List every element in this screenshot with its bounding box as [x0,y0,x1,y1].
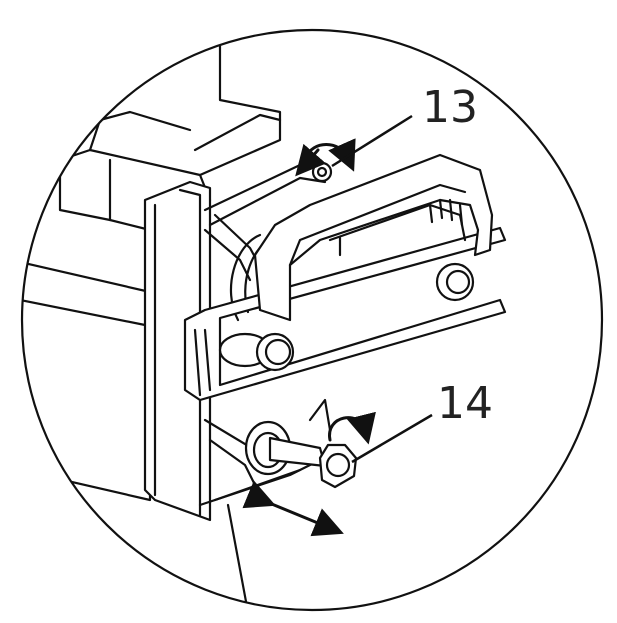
callout-13-label: 13 [422,82,478,133]
rotate-arrow-icon [295,143,327,177]
rotate-arrow-icon [328,411,376,445]
double-arrow-icon [242,480,344,537]
callout-14-label: 14 [437,378,493,429]
detail-circle [20,28,604,612]
callout-14-leader [351,413,433,464]
machine-assembly [22,30,507,610]
callout-13-leader [331,114,413,168]
